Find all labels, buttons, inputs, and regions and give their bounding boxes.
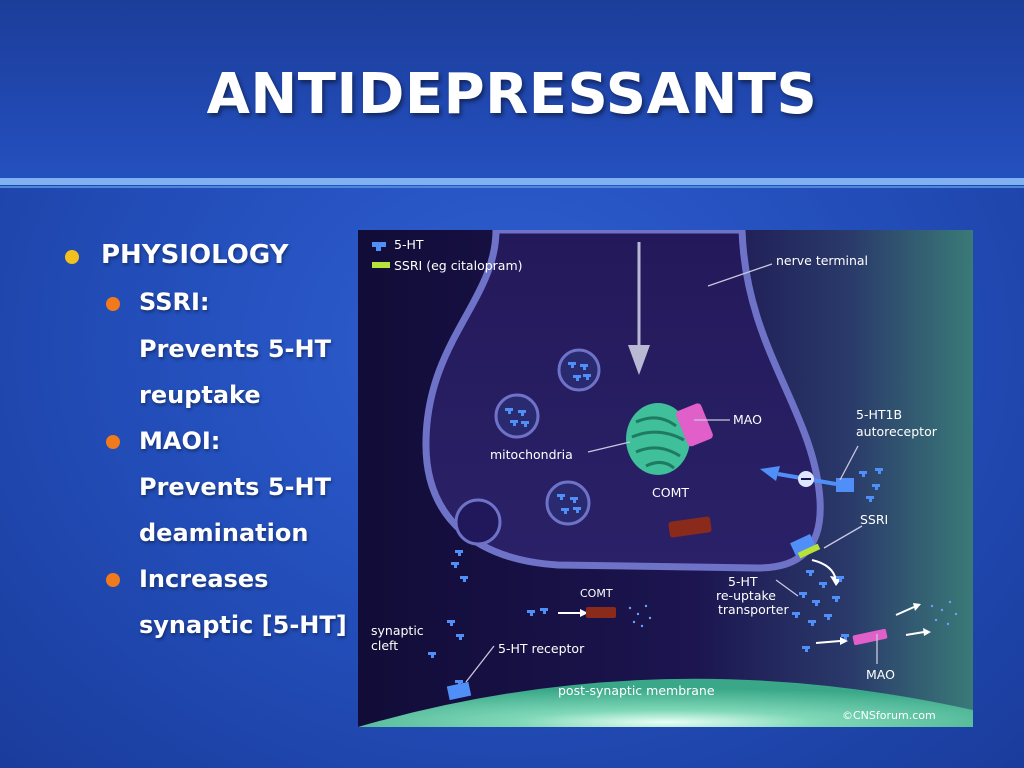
label-comt: COMT <box>652 485 689 500</box>
bullet-dot-ssri <box>106 297 120 311</box>
bullet-dot-maoi <box>106 435 120 449</box>
mao-enzyme <box>676 403 713 447</box>
bullet-ssri-line2: reuptake <box>139 381 261 409</box>
copyright-label: ©CNSforum.com <box>842 709 936 722</box>
label-mitochondria: mitochondria <box>490 447 573 462</box>
comt-enzyme-cleft <box>586 607 616 618</box>
bullet-ssri-line1: Prevents 5-HT <box>139 335 331 363</box>
label-nerve-terminal: nerve terminal <box>776 253 868 268</box>
nerve-terminal <box>422 230 824 572</box>
leader-lines <box>465 263 878 683</box>
label-autoreceptor-2: autoreceptor <box>856 424 938 439</box>
label-synaptic-cleft-1: synaptic <box>371 623 424 638</box>
bullet-dot-increases <box>106 573 120 587</box>
label-ssri: SSRI <box>860 512 888 527</box>
bullet-dot-physiology <box>65 250 79 264</box>
legend-ssri-label: SSRI (eg citalopram) <box>394 258 523 273</box>
label-mao: MAO <box>733 412 762 427</box>
label-mao-cleft: MAO <box>866 667 895 682</box>
mao-enzyme-cleft <box>852 628 888 646</box>
slide-title: ANTIDEPRESSANTS <box>206 62 818 127</box>
post-synaptic-membrane <box>358 678 973 727</box>
bullet-increases-line1: Increases <box>139 565 269 593</box>
legend-ssri-swatch <box>372 262 390 268</box>
reuptake-transporter <box>790 534 816 556</box>
label-synaptic-cleft-2: cleft <box>371 638 398 653</box>
bullet-physiology: PHYSIOLOGY <box>101 240 289 270</box>
bullet-maoi-heading: MAOI: <box>139 427 221 455</box>
autoreceptor <box>836 478 854 492</box>
title-band <box>0 0 1024 178</box>
label-transporter-3: transporter <box>718 602 789 617</box>
bullet-ssri-heading: SSRI: <box>139 288 210 316</box>
bullet-maoi-line2: deamination <box>139 519 309 547</box>
label-comt-cleft: COMT <box>580 587 613 600</box>
legend-serotonin-label: 5-HT <box>394 237 424 252</box>
mitochondrion <box>626 403 690 475</box>
bullet-maoi-line1: Prevents 5-HT <box>139 473 331 501</box>
label-5ht-receptor: 5-HT receptor <box>498 641 585 656</box>
autoreceptor-arrowhead <box>760 466 780 481</box>
ssri-molecule <box>797 543 821 559</box>
comt-enzyme <box>668 516 712 538</box>
title-divider-thin <box>0 186 1024 188</box>
vesicle <box>557 348 601 392</box>
vesicle <box>494 393 540 439</box>
comt-metabolites <box>628 604 652 628</box>
bullet-increases-line2: synaptic [5-HT] <box>139 611 347 639</box>
label-transporter-2: re-uptake <box>716 588 776 603</box>
legend-serotonin-swatch <box>372 242 386 247</box>
title-divider <box>0 178 1024 185</box>
synapse-diagram: 5-HT SSRI (eg citalopram) nerve terminal… <box>358 230 973 727</box>
label-autoreceptor-1: 5-HT1B <box>856 407 902 422</box>
label-transporter-1: 5-HT <box>728 574 758 589</box>
mao-metabolites <box>930 600 958 626</box>
vesicle <box>545 480 591 526</box>
postsynaptic-receptor <box>446 681 472 701</box>
fusing-vesicle <box>454 498 502 546</box>
transmission-arrowhead <box>628 345 650 375</box>
label-post-synaptic-membrane: post-synaptic membrane <box>558 683 715 698</box>
